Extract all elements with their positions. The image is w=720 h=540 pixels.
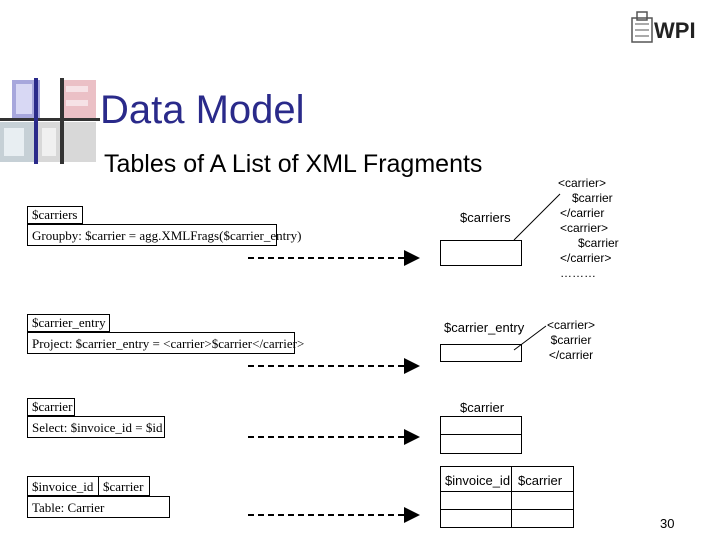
ann-line: </carrier> (560, 251, 612, 265)
project-var: $carrier_entry (32, 315, 106, 330)
ann-line: $carrier (572, 191, 613, 205)
carrier-header: $carrier (460, 400, 505, 415)
carrier-entry-row (440, 344, 522, 362)
carrier-row-b2 (511, 509, 574, 528)
table-operator-box: Table: Carrier (27, 496, 170, 518)
groupby-expr: Groupby: $carrier = agg.XMLFrags($carrie… (32, 228, 302, 243)
carrier-header-cell: $carrier (511, 466, 574, 492)
project-operator-box: Project: $carrier_entry = <carrier>$carr… (27, 332, 304, 354)
ann-line: <carrier> (560, 221, 609, 235)
slide-title: Data Model (100, 88, 305, 132)
groupby-operator-box: Groupby: $carrier = agg.XMLFrags($carrie… (27, 224, 301, 246)
invoice-row-1 (440, 491, 512, 510)
carriers-header: $carriers (460, 210, 511, 225)
ann-line: </carrier (560, 206, 605, 220)
table-var1: $invoice_id (32, 479, 94, 494)
ds-logo-graphic (0, 78, 100, 164)
ann-line: </carrier (548, 348, 594, 362)
ann-line: ……… (560, 266, 596, 280)
carriers-row (440, 240, 522, 266)
select-var-box: $carrier (27, 398, 75, 416)
invoice-row-2 (440, 509, 512, 528)
carriers-table: $carriers (440, 204, 522, 266)
wpi-seal-icon (631, 11, 653, 43)
table-var1-box: $invoice_id (27, 476, 99, 496)
ann-line: <carrier> (558, 176, 607, 190)
invoice-header-cell: $invoice_id (440, 466, 512, 492)
table-var2-box: $carrier (98, 476, 150, 496)
table-var2: $carrier (103, 479, 144, 494)
ann-line: <carrier> (546, 318, 596, 332)
carrier-entry-table: $carrier_entry (440, 314, 525, 362)
select-operator-box: Select: $invoice_id = $id (27, 416, 165, 438)
carrier-row-b1 (511, 491, 574, 510)
carriers-value-annotation: <carrier> $carrier </carrier <carrier> $… (556, 176, 636, 281)
ann-line: $carrier (550, 333, 592, 347)
wpi-logo: WPI (630, 10, 700, 46)
carrier-table: $carrier (440, 396, 522, 454)
page-number: 30 (660, 516, 675, 531)
groupby-var: $carriers (32, 207, 78, 222)
select-var: $carrier (32, 399, 73, 414)
ds-logo (0, 78, 100, 168)
slide-subtitle: Tables of A List of XML Fragments (104, 150, 483, 178)
select-expr: Select: $invoice_id = $id (32, 420, 163, 435)
project-var-box: $carrier_entry (27, 314, 110, 332)
logo-text: WPI (654, 18, 696, 43)
invoice-header: $invoice_id (445, 473, 511, 488)
table-expr: Table: Carrier (32, 500, 105, 515)
groupby-var-box: $carriers (27, 206, 83, 224)
invoice-carrier-table: $invoice_id $carrier (440, 466, 574, 528)
ann-line: $carrier (578, 236, 619, 250)
carrier-row-1 (440, 416, 522, 435)
project-expr: Project: $carrier_entry = <carrier>$carr… (32, 336, 305, 351)
carrier-header-2: $carrier (518, 473, 563, 488)
carrier-row-2 (440, 434, 522, 454)
carrier-entry-header: $carrier_entry (444, 320, 525, 335)
carrier-entry-value-annotation: <carrier> $carrier </carrier (536, 318, 606, 363)
